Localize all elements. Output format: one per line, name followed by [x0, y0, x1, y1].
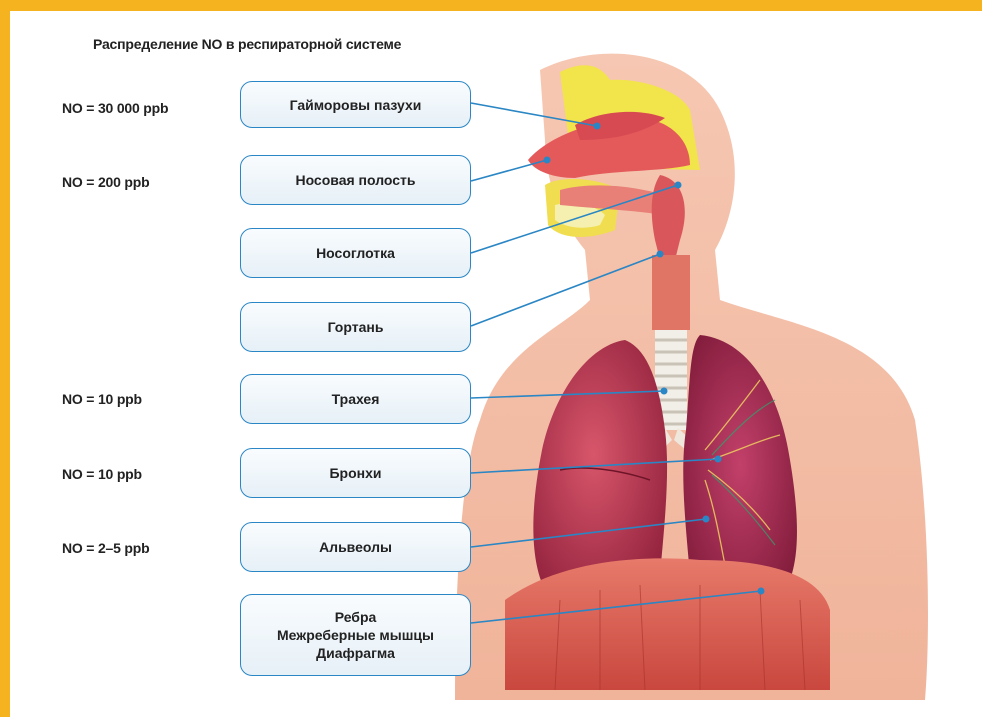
label-box-larynx: Гортань [240, 302, 471, 352]
structure-label-ribs: Ребра [335, 608, 377, 626]
label-box-sinuses: Гайморовы пазухи [240, 81, 471, 128]
structure-label-intercostal-muscles: Межреберные мышцы [277, 626, 434, 644]
structure-label: Гортань [328, 318, 384, 336]
structure-label: Бронхи [329, 464, 381, 482]
label-box-trachea: Трахея [240, 374, 471, 424]
structure-label: Трахея [332, 390, 380, 408]
no-value-nasal-cavity: NO = 200 ppb [62, 174, 149, 190]
label-box-alveoli: Альвеолы [240, 522, 471, 572]
label-box-nasal-cavity: Носовая полость [240, 155, 471, 205]
structure-label: Альвеолы [319, 538, 392, 556]
structure-label-diaphragm: Диафрагма [316, 644, 395, 662]
structure-label: Гайморовы пазухи [290, 96, 422, 114]
label-box-nasopharynx: Носоглотка [240, 228, 471, 278]
no-value-sinuses: NO = 30 000 ppb [62, 100, 168, 116]
no-value-trachea: NO = 10 ppb [62, 391, 142, 407]
label-box-respiratory-muscles: Ребра Межреберные мышцы Диафрагма [240, 594, 471, 676]
structure-label: Носовая полость [295, 171, 415, 189]
no-value-bronchi: NO = 10 ppb [62, 466, 142, 482]
structure-label: Носоглотка [316, 244, 395, 262]
no-value-alveoli: NO = 2–5 ppb [62, 540, 149, 556]
label-box-bronchi: Бронхи [240, 448, 471, 498]
diaphragm-muscles [505, 558, 830, 690]
